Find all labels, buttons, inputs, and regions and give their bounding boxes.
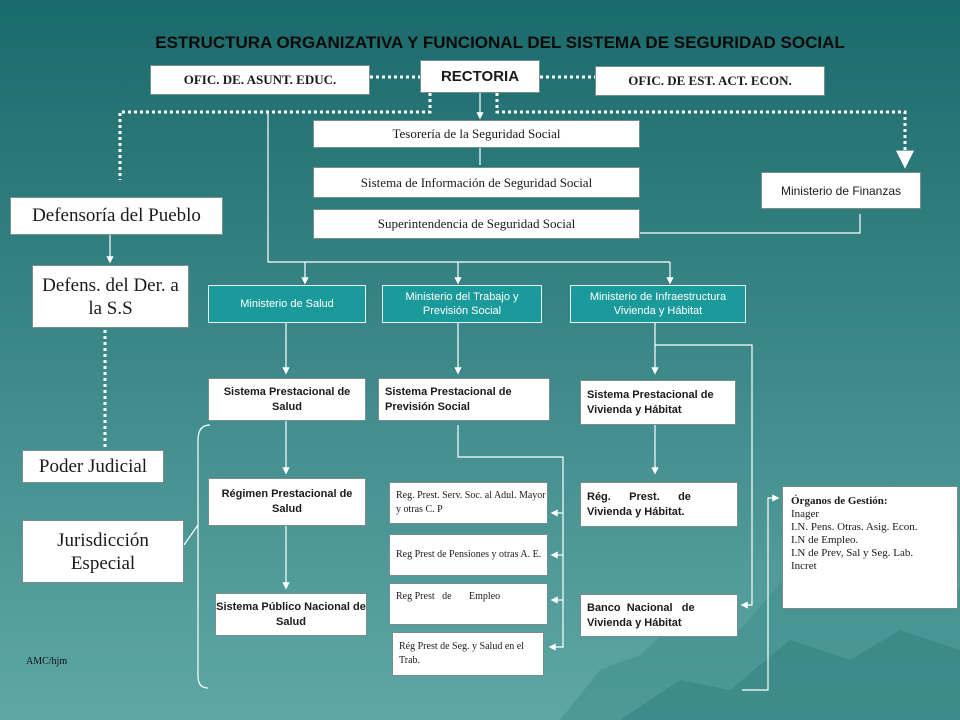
sp-vivienda-box: Sistema Prestacional de Vivienda y Hábit… (580, 380, 736, 425)
sp-salud-label: Sistema Prestacional de Salud (223, 385, 351, 413)
ministerio-trabajo-box: Ministerio del Trabajo y Previsión Socia… (382, 285, 542, 323)
defens-der-box: Defens. del Der. a la S.S (32, 265, 189, 328)
reg-pensiones-box: Reg Prest de Pensiones y otras A. E. (389, 534, 548, 576)
sistema-publico-salud-label: Sistema Público Nacional de Salud (216, 600, 366, 628)
reg-vivienda-label: Rég. Prest. de Vivienda y Hábitat. (587, 490, 694, 518)
defensoria-pueblo-box: Defensoría del Pueblo (10, 197, 223, 235)
reg-empleo-label: Reg Prest de Empleo (396, 591, 501, 602)
ofic-est-act-econ-box: OFIC. DE EST. ACT. ECON. (595, 66, 825, 96)
reg-empleo-box: Reg Prest de Empleo (389, 583, 548, 625)
jurisdiccion-especial-label: Jurisdicción Especial (57, 529, 149, 574)
reg-adulto-mayor-box: Reg. Prest. Serv. Soc. al Adul. Mayor y … (389, 482, 548, 524)
reg-salud-trabajo-label: Rég Prest de Seg. y Salud en el Trab. (399, 641, 524, 666)
ministerio-finanzas-box: Ministerio de Finanzas (761, 172, 921, 209)
ministerio-trabajo-label: Ministerio del Trabajo y Previsión Socia… (405, 291, 519, 317)
rectoria-box: RECTORIA (420, 60, 540, 93)
sistema-publico-salud-box: Sistema Público Nacional de Salud (215, 593, 367, 636)
jurisdiccion-especial-box: Jurisdicción Especial (22, 520, 184, 583)
tesoreria-box: Tesorería de la Seguridad Social (313, 120, 640, 148)
reg-vivienda-box: Rég. Prest. de Vivienda y Hábitat. (580, 482, 738, 527)
author-credit: AMC/hjm (26, 656, 68, 667)
ofic-asunt-educ-box: OFIC. DE. ASUNT. EDUC. (150, 65, 370, 95)
organos-gestion-item: I.N de Empleo. (791, 534, 859, 546)
diagram-title: ESTRUCTURA ORGANIZATIVA Y FUNCIONAL DEL … (155, 33, 845, 52)
banco-vivienda-box: Banco Nacional de Vivienda y Hábitat (580, 594, 738, 637)
sistema-informacion-label: Sistema de Información de Seguridad Soci… (360, 174, 593, 190)
ofic-est-act-econ-label: OFIC. DE EST. ACT. ECON. (628, 73, 792, 88)
organos-gestion-item: I.N de Prev, Sal y Seg. Lab. (791, 547, 914, 559)
ministerio-salud-box: Ministerio de Salud (208, 285, 366, 323)
organos-gestion-item: Incret (791, 560, 817, 572)
organos-gestion-heading: Órganos de Gestión: (791, 495, 888, 507)
ministerio-salud-label: Ministerio de Salud (240, 298, 334, 310)
defens-der-label: Defens. del Der. a la S.S (42, 274, 179, 319)
ministerio-infraestructura-label: Ministerio de Infraestructura Vivienda y… (589, 291, 727, 317)
rectoria-label: RECTORIA (440, 68, 520, 85)
reg-adulto-mayor-label: Reg. Prest. Serv. Soc. al Adul. Mayor y … (396, 490, 546, 515)
ofic-asunt-educ-label: OFIC. DE. ASUNT. EDUC. (183, 72, 337, 87)
banco-vivienda-label: Banco Nacional de Vivienda y Hábitat (587, 601, 698, 629)
sp-prevision-box: Sistema Prestacional de Previsión Social (378, 378, 550, 421)
reg-pensiones-label: Reg Prest de Pensiones y otras A. E. (396, 549, 542, 560)
defensoria-pueblo-label: Defensoría del Pueblo (32, 205, 201, 226)
poder-judicial-label: Poder Judicial (38, 455, 148, 477)
sistema-informacion-box: Sistema de Información de Seguridad Soci… (313, 167, 640, 198)
reg-salud-trabajo-box: Rég Prest de Seg. y Salud en el Trab. (392, 632, 544, 676)
tesoreria-label: Tesorería de la Seguridad Social (392, 126, 561, 141)
superintendencia-box: Superintendencia de Seguridad Social (313, 209, 640, 239)
sp-salud-box: Sistema Prestacional de Salud (208, 378, 366, 421)
ministerio-infraestructura-box: Ministerio de Infraestructura Vivienda y… (570, 285, 746, 323)
sp-prevision-label: Sistema Prestacional de Previsión Social (385, 385, 512, 413)
organos-gestion-item: I.N. Pens. Otras. Asig. Econ. (791, 521, 918, 533)
organos-gestion-item: Inager (791, 508, 820, 520)
poder-judicial-box: Poder Judicial (22, 450, 164, 483)
organos-gestion-box: Órganos de Gestión: Inager I.N. Pens. Ot… (782, 486, 958, 609)
sp-vivienda-label: Sistema Prestacional de Vivienda y Hábit… (587, 388, 714, 416)
regimen-salud-box: Régimen Prestacional de Salud (208, 478, 366, 526)
regimen-salud-label: Régimen Prestacional de Salud (221, 488, 353, 515)
superintendencia-label: Superintendencia de Seguridad Social (377, 216, 576, 231)
ministerio-finanzas-label: Ministerio de Finanzas (780, 183, 902, 198)
